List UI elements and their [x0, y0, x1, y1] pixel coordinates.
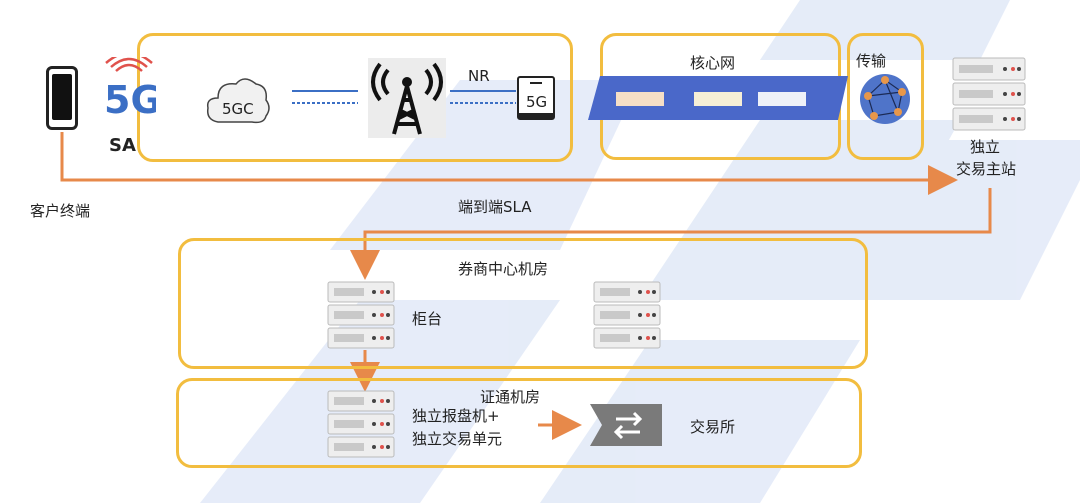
5g-cell-label: 5G [526, 93, 548, 111]
network-topology-icon [860, 74, 910, 124]
quote-unit-line1: 独立报盘机+ [412, 407, 500, 425]
link-lines [292, 90, 358, 104]
sse-room-box [176, 378, 862, 468]
nr-link-lines [450, 90, 516, 104]
server-rack-icon [327, 390, 395, 458]
trading-host-line2: 交易主站 [956, 160, 1017, 178]
5g-cell-icon [517, 76, 555, 120]
counter-label: 柜台 [412, 310, 443, 328]
exchange-arrows-icon [590, 404, 662, 446]
cell-tower-icon [368, 58, 446, 138]
nr-label: NR [468, 67, 490, 85]
transport-box [847, 33, 924, 160]
access-network-box [137, 33, 573, 162]
server-rack-icon [952, 57, 1026, 131]
core-network-label: 核心网 [690, 54, 736, 72]
phone-icon [46, 66, 78, 130]
transport-label: 传输 [856, 52, 887, 70]
svg-text:5G: 5G [104, 78, 156, 119]
broker-room-label: 券商中心机房 [458, 260, 549, 278]
server-rack-icon [327, 281, 395, 349]
exchange-label: 交易所 [690, 418, 736, 436]
core-network-band [588, 76, 848, 120]
trading-host-line1: 独立 [970, 138, 1001, 156]
sa-label: SA [109, 135, 136, 156]
sse-room-label: 证通机房 [480, 388, 541, 406]
server-rack-icon [593, 281, 661, 349]
quote-unit-line2: 独立交易单元 [412, 430, 503, 448]
client-terminal-label: 客户终端 [30, 202, 91, 220]
5gc-label: 5GC [222, 100, 254, 118]
cloud-icon [206, 78, 270, 124]
e2e-sla-label: 端到端SLA [458, 198, 532, 216]
broker-center-box [178, 238, 868, 369]
5g-logo-icon: 5G [104, 57, 156, 119]
